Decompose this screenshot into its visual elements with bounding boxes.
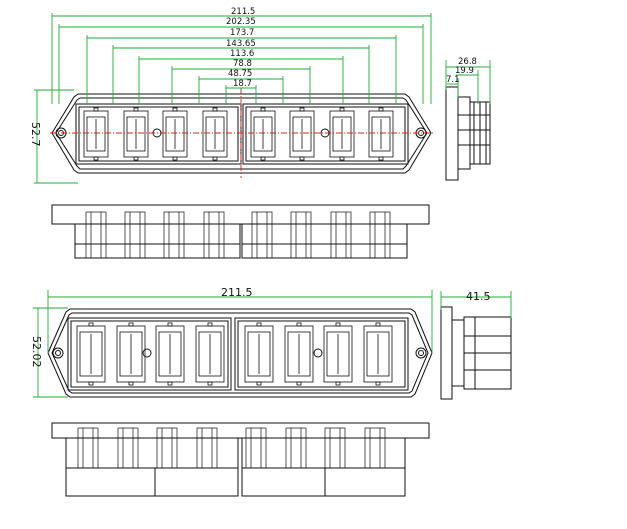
fuse-slot-inner xyxy=(326,331,350,377)
fuse-slot-tab xyxy=(212,107,218,112)
fuse-slot-tab xyxy=(335,322,341,327)
dim-173-7: 173.7 xyxy=(230,28,254,38)
fuse-slot-tab xyxy=(172,156,178,161)
fuse-slot-inner xyxy=(332,116,352,152)
dim-18-7: 18.7 xyxy=(233,79,252,89)
lower-plan-view xyxy=(47,308,433,398)
dim-48-75: 48.75 xyxy=(228,69,252,79)
fuse-slot-tab xyxy=(260,107,266,112)
elevation-slot xyxy=(324,427,346,469)
top-dimension-labels: 211.5 202.35 173.7 143.65 113.6 78.8 48.… xyxy=(226,7,256,89)
dim-26-8: 26.8 xyxy=(458,57,477,67)
lower-side-view xyxy=(440,306,512,400)
fuse-slot-inner xyxy=(86,116,106,152)
fuse-slot-inner xyxy=(198,331,222,377)
fuse-slot-tab xyxy=(212,156,218,161)
fuse-slot-tab xyxy=(207,381,213,386)
fuse-slot-tab xyxy=(207,322,213,327)
upper-elevation-detail xyxy=(85,211,391,259)
fuse-slot-tab xyxy=(299,156,305,161)
lower-fuse-slots xyxy=(76,322,393,386)
upper-front-elevation xyxy=(51,204,430,259)
fuse-slot-inner xyxy=(253,116,273,152)
lower-side-dimension xyxy=(440,291,512,318)
dim-19-9: 19.9 xyxy=(455,66,474,76)
upper-side-view xyxy=(445,86,491,181)
fuse-slot-tab xyxy=(88,381,94,386)
fuse-slot-tab xyxy=(93,107,99,112)
upper-fuse-slots xyxy=(83,107,394,161)
dim-41-5: 41.5 xyxy=(466,290,491,303)
height-dimension-52-7 xyxy=(34,89,78,184)
fuse-slot-tab xyxy=(375,322,381,327)
elevation-slot xyxy=(203,211,225,259)
top-dimension-ladder xyxy=(51,13,432,104)
fuse-slot-inner xyxy=(165,116,185,152)
fuse-slot-tab xyxy=(167,381,173,386)
fuse-slot-tab xyxy=(128,381,134,386)
elevation-slot xyxy=(245,427,267,469)
fuse-slot-tab xyxy=(378,156,384,161)
elevation-slot xyxy=(85,211,107,259)
fuse-slot-tab xyxy=(256,322,262,327)
fuse-slot-inner xyxy=(119,331,143,377)
fuse-slot-tab xyxy=(335,381,341,386)
fuse-slot-tab xyxy=(172,107,178,112)
elevation-slot xyxy=(251,211,273,259)
fuse-slot-tab xyxy=(339,156,345,161)
fuse-slot-inner xyxy=(366,331,390,377)
elevation-slot xyxy=(117,427,139,469)
fuse-slot-inner xyxy=(126,116,146,152)
fuse-slot-tab xyxy=(260,156,266,161)
fuse-slot-inner xyxy=(287,331,311,377)
fuse-slot-tab xyxy=(296,322,302,327)
fuse-slot-inner xyxy=(205,116,225,152)
dim-52-02-label: 52.02 xyxy=(30,336,43,368)
fuse-slot-tab xyxy=(339,107,345,112)
fuse-slot-tab xyxy=(299,107,305,112)
fuse-slot-tab xyxy=(88,322,94,327)
fuse-slot-inner xyxy=(371,116,391,152)
dim-113-6: 113.6 xyxy=(230,49,254,59)
elevation-slot xyxy=(290,211,312,259)
elevation-slot xyxy=(364,427,386,469)
dim-52-7-label: 52.7 xyxy=(29,122,42,147)
elevation-slot xyxy=(163,211,185,259)
fuse-slot-tab xyxy=(128,322,134,327)
fuse-slot-inner xyxy=(158,331,182,377)
fuse-slot-tab xyxy=(93,156,99,161)
dim-202-35: 202.35 xyxy=(226,17,256,27)
fuse-slot-tab xyxy=(378,107,384,112)
elevation-slot xyxy=(77,427,99,469)
elevation-slot xyxy=(124,211,146,259)
fuse-slot-inner xyxy=(79,331,103,377)
lower-elevation-detail xyxy=(77,427,386,469)
dim-78-8: 78.8 xyxy=(233,59,252,69)
elevation-slot xyxy=(330,211,352,259)
lower-width-dimension xyxy=(47,290,433,353)
elevation-slot xyxy=(369,211,391,259)
upper-centerlines xyxy=(50,88,435,178)
fuse-slot-inner xyxy=(247,331,271,377)
fuse-slot-tab xyxy=(133,107,139,112)
lower-front-elevation xyxy=(51,422,430,497)
fuse-slot-tab xyxy=(256,381,262,386)
lower-height-dimension xyxy=(33,307,68,398)
dim-211-5-lower: 211.5 xyxy=(221,286,253,299)
side-dimension-lines xyxy=(445,60,491,104)
fuse-slot-tab xyxy=(296,381,302,386)
dim-143-65: 143.65 xyxy=(226,39,256,49)
fuse-slot-tab xyxy=(167,322,173,327)
dim-7-1: 7.1 xyxy=(446,75,460,85)
upper-plan-view xyxy=(51,93,432,174)
elevation-slot xyxy=(285,427,307,469)
fuse-slot-tab xyxy=(133,156,139,161)
elevation-slot xyxy=(196,427,218,469)
elevation-slot xyxy=(156,427,178,469)
fuse-slot-tab xyxy=(375,381,381,386)
dim-211-5-top: 211.5 xyxy=(231,7,255,17)
fuse-slot-inner xyxy=(292,116,312,152)
